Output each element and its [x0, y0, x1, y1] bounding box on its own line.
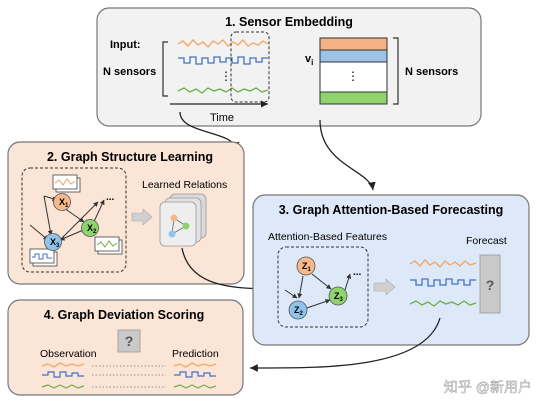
prediction-signal-green [173, 384, 217, 389]
signal-orange [177, 39, 269, 48]
svg-text:Z3: Z3 [334, 291, 344, 303]
learned-relations-label: Learned Relations [142, 179, 227, 191]
panel-forecasting: 3. Graph Attention-Based Forecasting Att… [252, 194, 530, 346]
embedding-matrix: ⋮ [319, 37, 388, 105]
forecast-signal-blue [410, 278, 476, 287]
input-label: Input: [110, 39, 141, 51]
mini-signal-cards-left [29, 248, 58, 267]
observation-label: Observation [40, 348, 97, 360]
node-x3: X3 [44, 233, 62, 251]
watermark: 知乎 @新用户 [444, 379, 532, 395]
node-z3: Z3 [328, 286, 348, 306]
n-sensors-left-label: N sensors [103, 66, 156, 78]
node-x2: X2 [81, 219, 99, 237]
panel-forecasting-box [252, 194, 530, 346]
svg-text:X2: X2 [87, 223, 97, 235]
arrow-embedding-to-forecasting [319, 119, 376, 191]
embedding-row-green [319, 91, 388, 105]
n-sensors-right-label: N sensors [405, 66, 458, 78]
forecast-unknown-mark: ? [486, 277, 495, 293]
embedding-row-orange [319, 37, 388, 51]
svg-text:Z2: Z2 [294, 305, 304, 317]
panel-title-structure-learning: 2. Graph Structure Learning [47, 150, 213, 164]
embedding-row-blue [319, 49, 388, 63]
panel-sensor-embedding: 1. Sensor Embedding Input: N sensors ⋮ T… [96, 7, 482, 127]
signal-ellipsis: ⋮ [220, 69, 232, 83]
input-bracket [162, 41, 168, 97]
matrix-ellipsis: ⋮ [347, 69, 359, 83]
forecast-signal-orange [409, 259, 477, 268]
observation-signal-blue [42, 371, 84, 378]
prediction-label: Prediction [172, 348, 219, 360]
structure-graph-area [21, 167, 127, 273]
scoring-unknown-mark: ? [125, 333, 134, 349]
attention-more-nodes: ... [353, 267, 362, 278]
matrix-bracket [393, 37, 399, 105]
node-z2: Z2 [288, 300, 308, 320]
panel-deviation-scoring: 4. Graph Deviation Scoring ? Observation… [7, 299, 244, 396]
attention-features-label: Attention-Based Features [268, 231, 387, 243]
forecast-label: Forecast [466, 235, 507, 247]
structure-more-nodes: ... [106, 192, 115, 203]
mini-signal-cards-right [94, 236, 123, 255]
prediction-signal-blue [174, 371, 216, 378]
gray-arrow-to-relations [131, 208, 153, 226]
svg-text:X3: X3 [50, 237, 60, 249]
gray-arrow-to-forecast [373, 278, 396, 296]
observation-signal-orange [41, 362, 85, 368]
panel-title-deviation-scoring: 4. Graph Deviation Scoring [44, 308, 204, 322]
node-x1: X1 [53, 193, 71, 211]
time-label: Time [210, 112, 234, 124]
forecast-signal-green [409, 300, 477, 307]
panel-title-forecasting: 3. Graph Attention-Based Forecasting [279, 203, 504, 217]
prediction-signal-orange [173, 362, 217, 368]
arrow-forecast-to-scoring [249, 317, 441, 372]
node-z1: Z1 [296, 256, 316, 276]
vector-label: vi [305, 53, 313, 67]
panel-structure-learning: 2. Graph Structure Learning [7, 141, 245, 285]
forecast-unknown-box [479, 254, 501, 314]
mini-signal-cards-top [52, 174, 81, 193]
panel-title-sensor-embedding: 1. Sensor Embedding [225, 15, 353, 29]
observation-signal-green [41, 384, 85, 389]
attention-features-area [277, 246, 369, 328]
scoring-unknown-box [117, 329, 141, 353]
svg-text:Z1: Z1 [302, 261, 312, 273]
learned-relations-stack [159, 193, 207, 247]
svg-text:X1: X1 [59, 197, 69, 209]
signal-green [177, 87, 269, 94]
attention-edges [284, 273, 352, 310]
signal-blue [178, 56, 268, 65]
time-window [230, 31, 270, 103]
